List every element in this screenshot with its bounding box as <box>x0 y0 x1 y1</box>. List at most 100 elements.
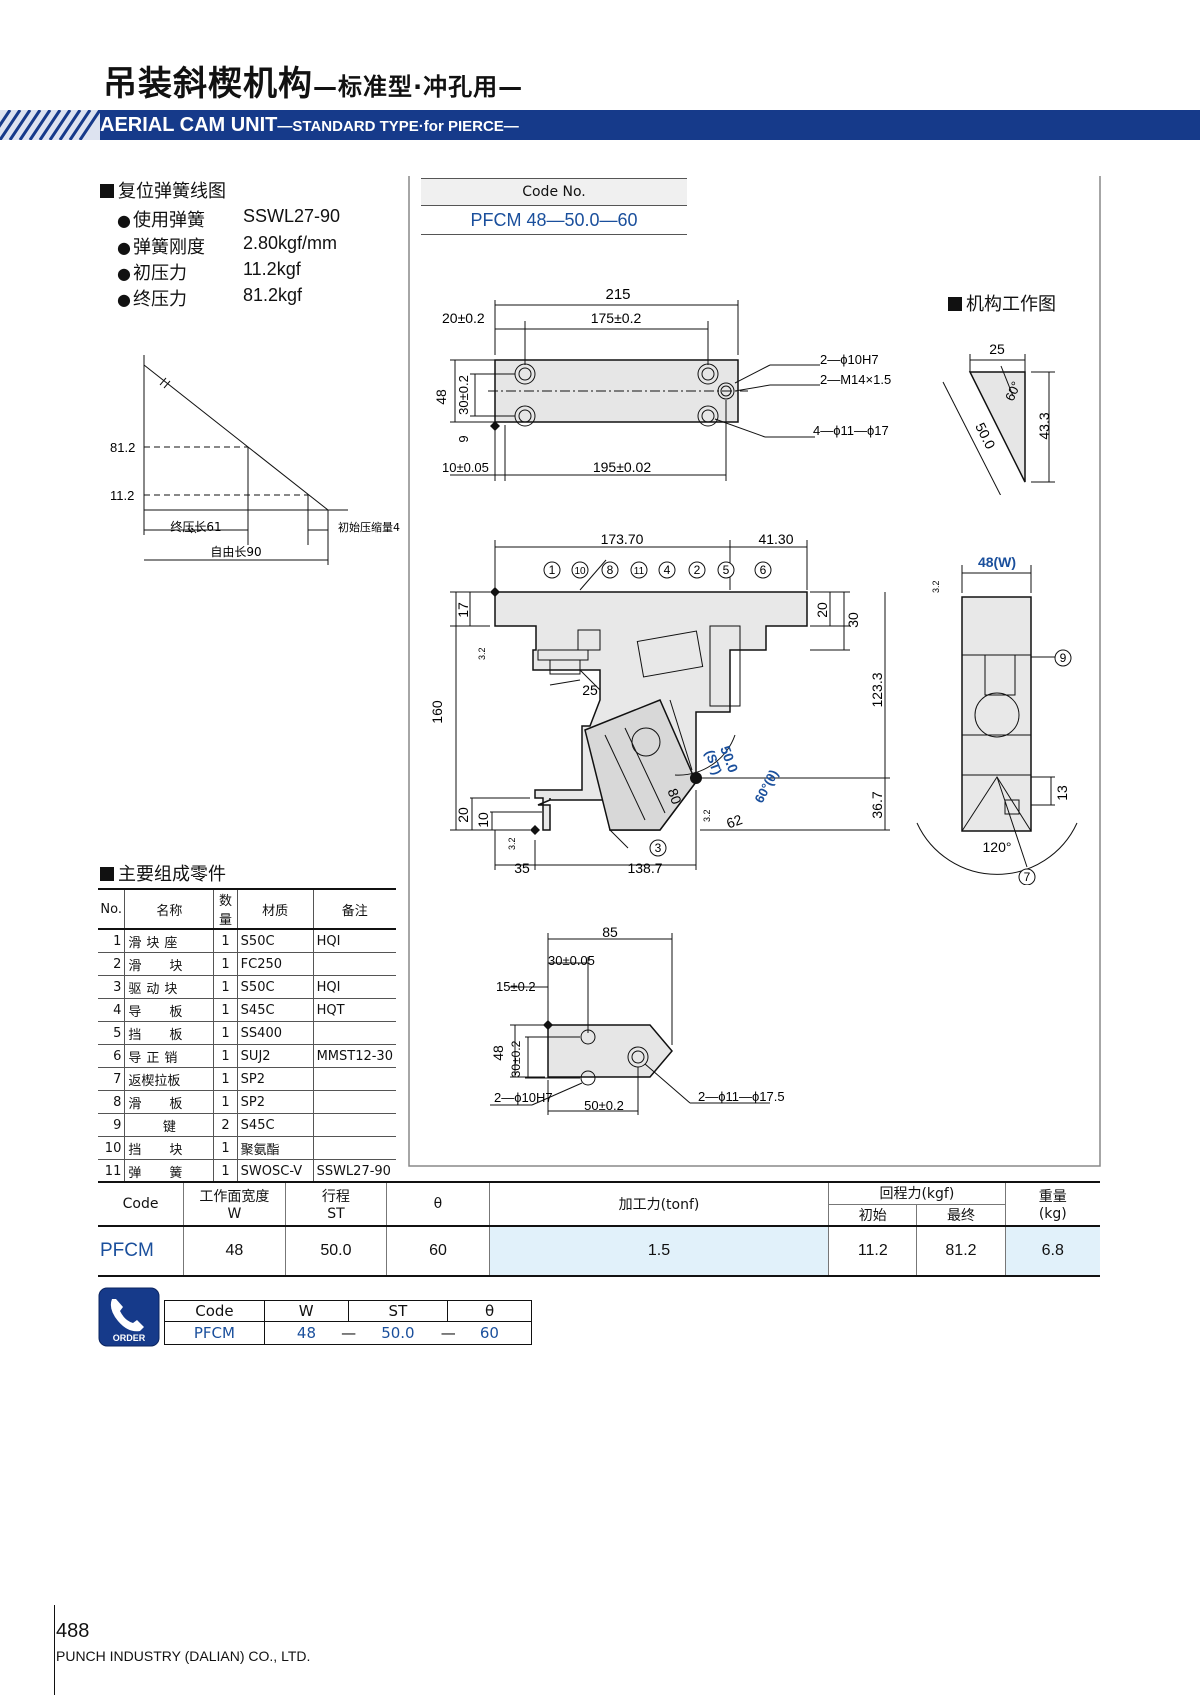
spec-header-theta-label: θ <box>433 1196 443 1212</box>
cell-name: 弹簧 <box>124 1159 214 1183</box>
cell-material: SUJ2 <box>236 1044 314 1068</box>
cell-note: HQI <box>312 975 396 999</box>
dim-48: 48 <box>433 389 449 405</box>
cell-no: 8 <box>98 1090 125 1114</box>
side-dim-angle: 120° <box>983 839 1012 855</box>
spec-label: 使用弹簧 <box>132 210 205 231</box>
dim-30: 30 <box>845 612 861 628</box>
hole-label-3: 4—ϕ11—ϕ17 <box>813 423 889 438</box>
dim-160: 160 <box>430 700 445 724</box>
cell-material: S45C <box>236 998 314 1022</box>
order-separator: — <box>440 1324 456 1342</box>
spec-header-force: 加工力(tonf) <box>488 1181 829 1227</box>
cell-note: SSWL27-90 <box>312 1159 396 1183</box>
table-row: PFCM 48 50.0 60 1.5 11.2 81.2 6.8 <box>98 1226 1100 1277</box>
spec-header-stroke-label: 行程 <box>321 1189 350 1205</box>
order-separator: — <box>341 1324 357 1342</box>
dim-195: 195±0.02 <box>593 459 652 475</box>
spec-code: PFCM <box>98 1226 184 1277</box>
code-number-header: Code No. <box>421 178 687 206</box>
cell-note <box>312 1136 396 1160</box>
spec-header-width-label: 工作面宽度 <box>199 1189 270 1205</box>
order-stroke: 50.0— <box>348 1322 456 1345</box>
mech-dim-angle: 60° <box>1002 379 1024 403</box>
spec-theta: 60 <box>386 1226 490 1277</box>
cell-note <box>312 1067 396 1091</box>
cell-qty: 1 <box>213 998 238 1022</box>
spec-header-force-label: 加工力(tonf) <box>618 1197 700 1213</box>
code-number-box: Code No. PFCM 48—50.0—60 <box>421 178 687 235</box>
spec-header-code: Code <box>98 1181 184 1227</box>
balloon-10: 10 <box>574 566 586 577</box>
front-view-drawing: 1 10 8 11 4 2 5 6 3 173.70 41.30 17 20 3… <box>430 531 890 876</box>
spec-value: 2.80kgf/mm <box>243 233 338 253</box>
spec-header-theta: θ <box>386 1181 490 1227</box>
order-code: PFCM <box>193 1324 235 1342</box>
bottom-dim-85: 85 <box>602 925 618 940</box>
code-number-value: PFCM 48—50.0—60 <box>421 206 687 235</box>
dim-9: 9 <box>456 435 471 442</box>
bottom-dim-48: 48 <box>490 1045 506 1061</box>
dim-17: 17 <box>455 602 471 618</box>
cell-name: 返楔拉板 <box>124 1067 214 1091</box>
balloon <box>571 561 589 579</box>
cell-name: 挡板 <box>124 1021 214 1045</box>
balloon-2: 2 <box>694 563 701 577</box>
col-header: 备注 <box>312 888 396 930</box>
spec-header-stroke-symbol: ST <box>327 1206 345 1222</box>
balloon-4: 4 <box>664 563 671 577</box>
order-icon: ORDER <box>98 1287 160 1347</box>
order-header: Code <box>164 1300 265 1322</box>
mechanism-section-title: 机构工作图 <box>948 290 1056 316</box>
spec-header-width-symbol: W <box>227 1206 242 1222</box>
cell-qty: 1 <box>213 1136 238 1160</box>
cell-name: 滑块座 <box>124 929 214 953</box>
table-row: PFCM 48— 50.0— 60 <box>165 1321 532 1345</box>
spec-value: SSWL27-90 <box>243 206 341 226</box>
spring-y-final: 81.2 <box>110 440 135 455</box>
col-header: 名称 <box>124 888 214 930</box>
title-en-sub: —STANDARD TYPE·for PIERCE— <box>277 118 519 135</box>
cell-qty: 1 <box>213 1159 238 1183</box>
title-cn-sub: —标准型·冲孔用— <box>313 73 524 101</box>
cell-qty: 1 <box>213 1044 238 1068</box>
hole-label-2: 2—M14×1.5 <box>820 372 891 387</box>
cell-qty: 1 <box>213 1021 238 1045</box>
cell-name: 挡块 <box>124 1136 214 1160</box>
cell-name: 导板 <box>124 998 214 1022</box>
balloon <box>754 561 772 579</box>
spring-diagram: 81.2 11.2 终压长61 初始压缩量4 自由长90 <box>110 355 400 565</box>
dim-123: 123.3 <box>869 672 885 707</box>
bottom-dim-30b: 30±0.2 <box>509 1040 523 1077</box>
col-header: 数量 <box>213 888 238 930</box>
cell-name: 驱动块 <box>124 975 214 999</box>
spec-stroke: 50.0 <box>284 1226 387 1277</box>
drawing-frame <box>408 176 1101 1167</box>
angle-label: 60°(θ) <box>751 767 781 805</box>
spec-header-return: 回程力(kgf) <box>828 1181 1006 1205</box>
banner-stripes <box>0 110 100 140</box>
page-number: 488 <box>56 1620 90 1642</box>
dim-175: 175±0.2 <box>591 310 642 326</box>
balloon <box>717 561 735 579</box>
dim-35: 35 <box>514 860 530 876</box>
bottom-hole-label-2: 2—ϕ11—ϕ17.5 <box>698 1089 785 1104</box>
cell-qty: 1 <box>213 1067 238 1091</box>
mech-dim-43: 43.3 <box>1036 412 1052 439</box>
dim-10: 10 <box>475 812 491 828</box>
cell-material: 聚氨酯 <box>236 1136 314 1160</box>
parts-table-header: No. 名称 数量 材质 备注 <box>98 888 396 930</box>
balloon <box>543 561 561 579</box>
cell-material: FC250 <box>236 952 314 976</box>
spec-header-initial: 初始 <box>828 1204 917 1227</box>
bottom-view-drawing: 85 30±0.05 15±0.2 48 30±0.2 50±0.2 2—ϕ10… <box>490 925 785 1115</box>
spec-label: 弹簧刚度 <box>132 237 205 258</box>
balloon-3: 3 <box>655 841 662 855</box>
